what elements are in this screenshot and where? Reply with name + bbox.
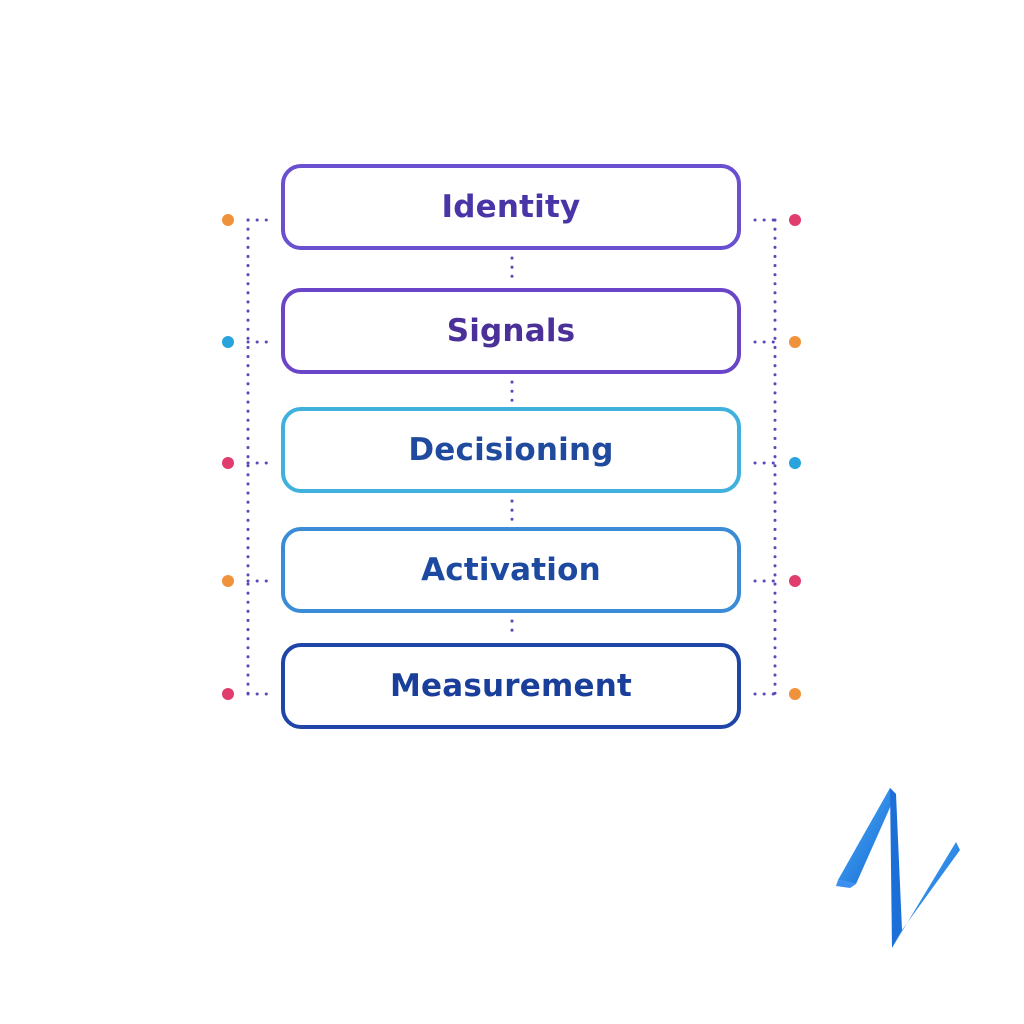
layer-decisioning-label: Decisioning bbox=[408, 432, 614, 468]
layer-signals: Signals bbox=[281, 288, 741, 374]
right-dot-3 bbox=[789, 457, 801, 469]
left-dot-1 bbox=[222, 214, 234, 226]
left-dot-5 bbox=[222, 688, 234, 700]
layer-identity: Identity bbox=[281, 164, 741, 250]
layer-identity-label: Identity bbox=[441, 189, 581, 225]
layer-decisioning: Decisioning bbox=[281, 407, 741, 493]
layer-activation-label: Activation bbox=[421, 552, 601, 588]
zigzag-logo-icon bbox=[836, 788, 960, 948]
layer-activation: Activation bbox=[281, 527, 741, 613]
layer-measurement: Measurement bbox=[281, 643, 741, 729]
left-dot-4 bbox=[222, 575, 234, 587]
left-dot-2 bbox=[222, 336, 234, 348]
left-dot-3 bbox=[222, 457, 234, 469]
right-dot-5 bbox=[789, 688, 801, 700]
right-dot-4 bbox=[789, 575, 801, 587]
right-dot-2 bbox=[789, 336, 801, 348]
right-dot-1 bbox=[789, 214, 801, 226]
layer-signals-label: Signals bbox=[446, 313, 576, 349]
layer-measurement-label: Measurement bbox=[389, 668, 633, 704]
